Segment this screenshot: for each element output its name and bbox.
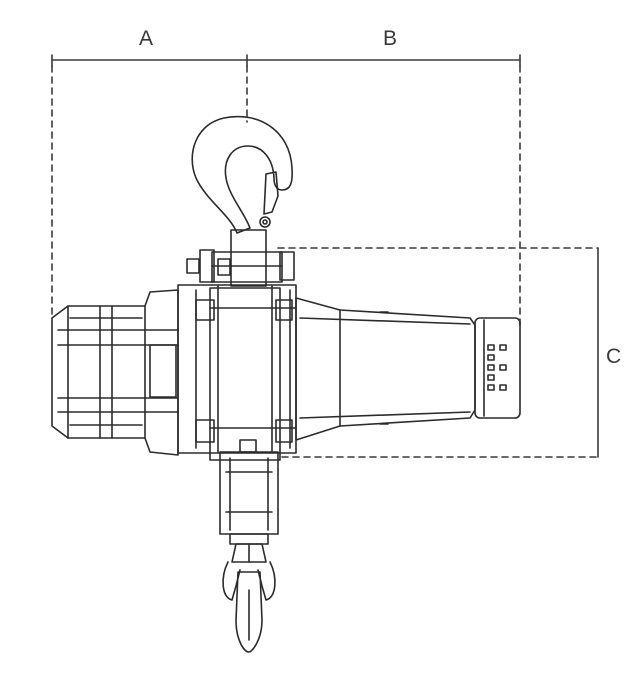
top-hook <box>191 115 293 234</box>
dimension-label-c: C <box>606 345 622 368</box>
dimension-label-a: A <box>139 27 154 50</box>
bottom-hook <box>222 561 276 653</box>
central-frame <box>177 284 297 461</box>
right-housing <box>295 297 521 441</box>
left-motor <box>51 289 179 456</box>
dimension-lines <box>51 54 599 458</box>
dimension-label-b: B <box>383 27 398 50</box>
hook-block <box>186 229 295 287</box>
lower-block <box>219 439 279 563</box>
